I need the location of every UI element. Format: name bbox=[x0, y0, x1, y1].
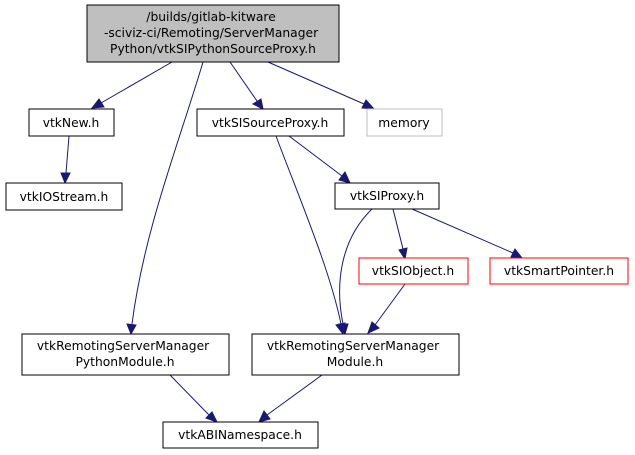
node-vtknew[interactable]: vtkNew.h bbox=[28, 108, 115, 137]
node-vtksisourceproxy-label: vtkSISourceProxy.h bbox=[212, 116, 329, 130]
node-vtksiproxy[interactable]: vtkSIProxy.h bbox=[334, 182, 440, 210]
node-vtksiobject[interactable]: vtkSIObject.h bbox=[358, 257, 469, 285]
svg-text:vtkRemotingServerManager: vtkRemotingServerManager PythonModule.h bbox=[37, 339, 213, 369]
edge-root-to-vtksisourceproxy bbox=[229, 61, 258, 102]
node-root-box bbox=[86, 4, 340, 63]
node-vtksiproxy-box bbox=[334, 182, 440, 210]
node-memory-label: memory bbox=[378, 116, 429, 130]
node-vtknew-label: vtkNew.h bbox=[43, 116, 100, 130]
edge-root-to-vtknew-arrowhead bbox=[90, 98, 105, 109]
edge-vtksiproxy-to-vtksiobject-arrowhead bbox=[398, 247, 408, 261]
svg-text:vtkRemotingServerManager: vtkRemotingServerManager Module.h bbox=[267, 339, 443, 369]
node-root[interactable]: /builds/gitlab-kitware -sciviz-ci/Remoti… bbox=[86, 4, 340, 63]
edge-vtksiproxy-to-vtksmartpointer bbox=[411, 208, 514, 254]
node-abinamespace[interactable]: vtkABINamespace.h bbox=[162, 421, 319, 449]
node-vtksisourceproxy[interactable]: vtkSISourceProxy.h bbox=[196, 108, 345, 137]
edge-vtksiproxy-to-vtksmartpointer-arrowhead bbox=[510, 248, 524, 259]
edge-root-to-memory-arrowhead bbox=[361, 99, 376, 110]
edge-vtksisourceproxy-to-vtksiproxy bbox=[288, 135, 343, 177]
node-vtksmartpointer[interactable]: vtkSmartPointer.h bbox=[489, 257, 629, 285]
node-vtksmartpointer-box bbox=[489, 257, 629, 285]
node-vtkiostream-box bbox=[5, 182, 123, 211]
node-smmodule-line-1: vtkRemotingServerManager bbox=[267, 339, 440, 353]
edge-smmodule-to-abinamespace bbox=[266, 374, 323, 416]
svg-text:/builds/gitlab-kitware: /builds/gitlab-kitware -sciviz-ci/Remoti… bbox=[104, 10, 322, 56]
svg-text:memory: memory bbox=[378, 116, 429, 130]
node-pythonmodule-line-2: PythonModule.h bbox=[75, 355, 174, 369]
node-vtksiproxy-label: vtkSIProxy.h bbox=[350, 189, 424, 203]
svg-text:vtkSIObject.h: vtkSIObject.h bbox=[372, 264, 454, 278]
edge-vtksiproxy-to-vtksiobject bbox=[392, 208, 404, 250]
node-smmodule[interactable]: vtkRemotingServerManager Module.h bbox=[251, 333, 460, 376]
edge-root-to-memory bbox=[267, 61, 365, 105]
node-pythonmodule-box bbox=[21, 333, 230, 376]
edge-smmodule-to-abinamespace-arrowhead bbox=[258, 410, 271, 423]
node-abinamespace-box bbox=[162, 421, 319, 449]
edge-pythonmodule-to-abinamespace-arrowhead bbox=[205, 411, 219, 423]
node-vtksmartpointer-label: vtkSmartPointer.h bbox=[504, 264, 614, 278]
edge-vtksiobject-to-smmodule bbox=[374, 283, 406, 326]
edge-vtknew-to-vtkiostream bbox=[65, 135, 70, 174]
svg-text:vtkSmartPointer.h: vtkSmartPointer.h bbox=[504, 264, 614, 278]
edge-vtknew-to-vtkiostream-arrowhead bbox=[60, 172, 71, 185]
graph-nodes: /builds/gitlab-kitware -sciviz-ci/Remoti… bbox=[5, 4, 629, 449]
svg-text:vtkIOStream.h: vtkIOStream.h bbox=[20, 190, 109, 204]
edge-vtksisourceproxy-to-vtksiproxy-arrowhead bbox=[338, 171, 351, 184]
node-smmodule-box bbox=[251, 333, 460, 376]
node-pythonmodule-line-1: vtkRemotingServerManager bbox=[37, 339, 210, 353]
edge-root-to-pythonmodule bbox=[131, 61, 204, 325]
node-pythonmodule[interactable]: vtkRemotingServerManager PythonModule.h bbox=[21, 333, 230, 376]
edge-root-to-pythonmodule-arrowhead bbox=[126, 323, 137, 336]
graph-edges bbox=[60, 61, 524, 423]
edge-pythonmodule-to-abinamespace bbox=[169, 374, 210, 416]
node-abinamespace-label: vtkABINamespace.h bbox=[178, 428, 302, 442]
node-root-line-1: /builds/gitlab-kitware bbox=[146, 10, 275, 24]
node-memory[interactable]: memory bbox=[366, 108, 443, 137]
svg-text:vtkNew.h: vtkNew.h bbox=[43, 116, 100, 130]
svg-text:vtkABINamespace.h: vtkABINamespace.h bbox=[178, 428, 302, 442]
edge-root-to-vtksisourceproxy-arrowhead bbox=[251, 98, 264, 110]
edge-vtksiproxy-to-smmodule-arrowhead bbox=[338, 323, 349, 336]
node-root-line-3: Python/vtkSIPythonSourceProxy.h bbox=[110, 42, 316, 56]
node-vtksisourceproxy-box bbox=[196, 108, 345, 137]
edge-vtksisourceproxy-to-smmodule bbox=[275, 135, 342, 325]
svg-text:vtkSIProxy.h: vtkSIProxy.h bbox=[350, 189, 424, 203]
node-vtknew-box bbox=[28, 108, 115, 137]
node-smmodule-line-2: Module.h bbox=[327, 355, 383, 369]
svg-text:vtkSISourceProxy.h: vtkSISourceProxy.h bbox=[212, 116, 329, 130]
node-memory-box bbox=[366, 108, 443, 137]
edge-root-to-vtknew bbox=[100, 61, 173, 104]
edge-vtksiobject-to-smmodule-arrowhead bbox=[367, 321, 380, 334]
edge-vtksiproxy-to-smmodule bbox=[339, 208, 373, 325]
node-vtksiobject-label: vtkSIObject.h bbox=[372, 264, 454, 278]
node-vtksiobject-box bbox=[358, 257, 469, 285]
node-vtkiostream-label: vtkIOStream.h bbox=[20, 190, 109, 204]
node-root-line-2: -sciviz-ci/Remoting/ServerManager bbox=[104, 26, 319, 40]
node-vtkiostream[interactable]: vtkIOStream.h bbox=[5, 182, 123, 211]
